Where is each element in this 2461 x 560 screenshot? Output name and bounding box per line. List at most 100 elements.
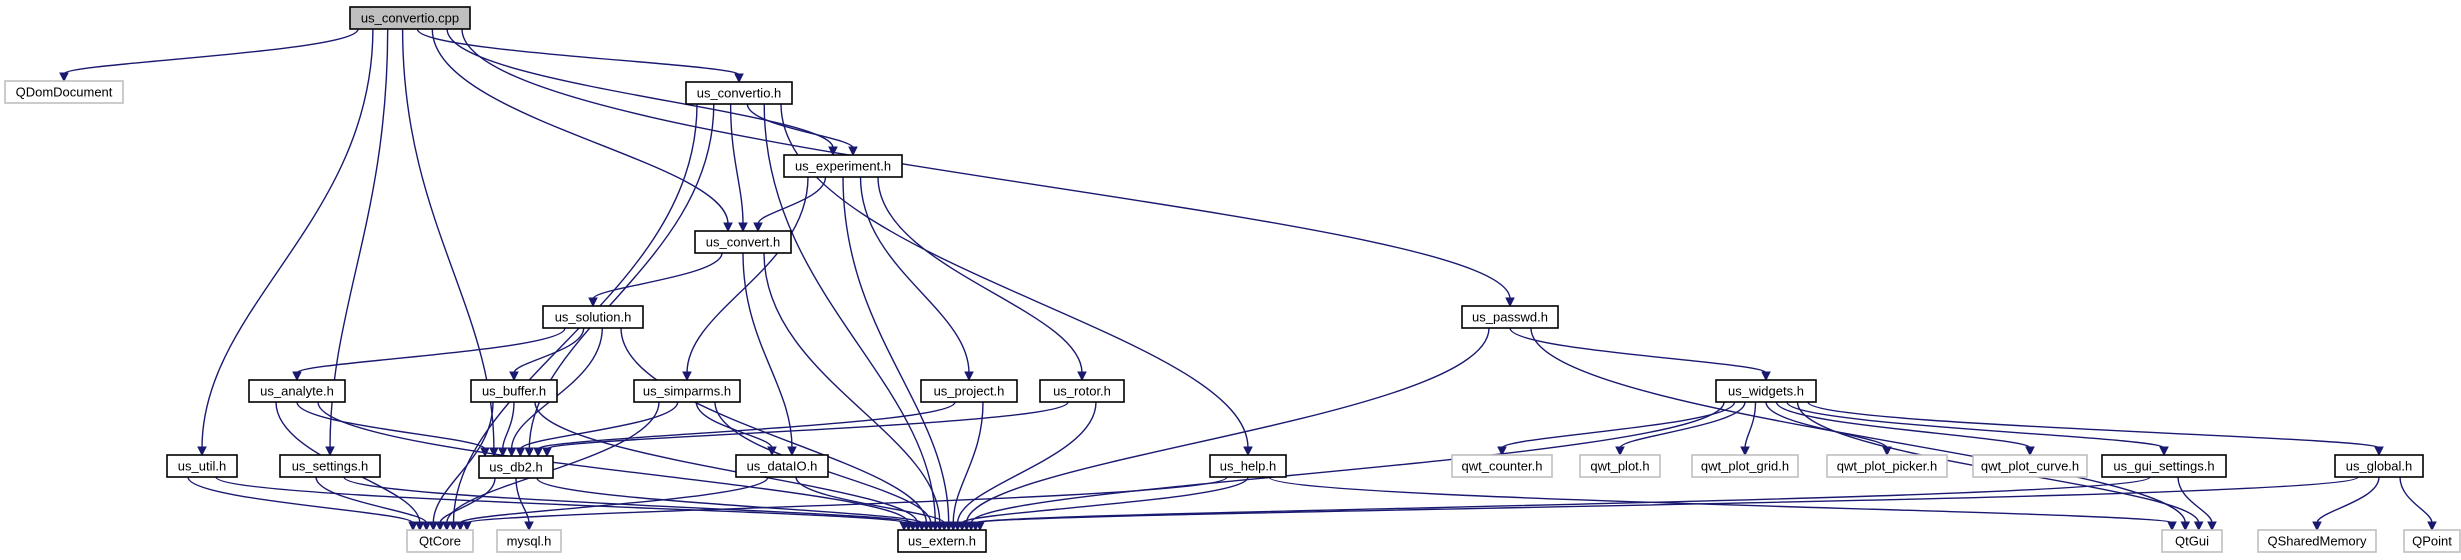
edge-line (2316, 476, 2380, 524)
node-box (694, 230, 792, 254)
edge-line (502, 401, 515, 450)
edge-arrowhead (533, 447, 543, 458)
edge-arrowhead (2207, 521, 2217, 532)
node-box (542, 305, 644, 329)
node-qwt-plot-curve-h: qwt_plot_curve.h (1972, 454, 2088, 478)
node-box (1826, 454, 1948, 478)
edge-us-convertio-cpp-to-us-util-h (197, 28, 374, 457)
node-box (2101, 454, 2227, 478)
node-label: QtCore (419, 534, 461, 549)
edge-arrowhead (734, 73, 744, 84)
edge-us-convertio-cpp-to-us-passwd-h (461, 28, 1515, 308)
edge-arrowhead (489, 447, 499, 458)
edge-arrowhead (2312, 521, 2322, 532)
edge-us-widgets-h-to-qwt-plot-grid-h (1740, 401, 1757, 457)
edge-us-convertio-h-to-us-db2-h (524, 103, 715, 458)
edge-arrowhead (787, 446, 797, 457)
node-label: us_passwd.h (1472, 310, 1548, 325)
node-label: qwt_plot_curve.h (1981, 459, 2079, 474)
node-label: QSharedMemory (2268, 534, 2367, 549)
edge-arrowhead (1243, 446, 1253, 457)
edge-line (1744, 401, 1757, 449)
edge-arrowhead (738, 222, 748, 233)
edge-us-solution-h-to-us-analyte-h (292, 327, 566, 382)
node-label: QPoint (2412, 534, 2452, 549)
edge-arrowhead (1740, 446, 1750, 457)
node-us-project-h[interactable]: us_project.h (920, 379, 1018, 403)
edge-us-global-h-to-qpoint (2399, 476, 2437, 532)
node-us-rotor-h[interactable]: us_rotor.h (1039, 379, 1125, 403)
edge-line (763, 252, 941, 524)
edge-us-dataio-h-to-us-extern-h (795, 476, 950, 532)
node-us-convert-h[interactable]: us_convert.h (694, 230, 792, 254)
node-label: us_convertio.h (697, 86, 782, 101)
edge-line (315, 476, 428, 524)
edge-us-buffer-h-to-us-db2-h (497, 401, 515, 458)
node-us-help-h[interactable]: us_help.h (1209, 454, 1287, 478)
edge-line (296, 401, 486, 450)
edge-us-gui-settings-h-to-us-extern-h (970, 476, 2151, 532)
node-us-solution-h[interactable]: us_solution.h (542, 305, 644, 329)
edge-arrowhead (1761, 371, 1771, 382)
edge-arrowhead (462, 521, 472, 532)
node-box (735, 454, 829, 478)
edge-arrowhead (524, 521, 534, 532)
node-label: us_gui_settings.h (2113, 459, 2214, 474)
node-label: us_dataIO.h (747, 459, 818, 474)
node-box (1579, 454, 1661, 478)
edge-line (763, 103, 936, 524)
node-us-widgets-h[interactable]: us_widgets.h (1715, 379, 1817, 403)
node-us-passwd-h[interactable]: us_passwd.h (1461, 305, 1559, 329)
node-label: us_db2.h (489, 460, 543, 475)
node-box (406, 529, 474, 553)
node-label: mysql.h (507, 534, 552, 549)
node-label: us_widgets.h (1728, 384, 1804, 399)
edge-line (1765, 401, 1888, 449)
node-label: us_util.h (178, 459, 226, 474)
node-us-settings-h[interactable]: us_settings.h (279, 454, 381, 478)
edge-line (416, 28, 740, 76)
node-box (920, 379, 1018, 403)
node-us-dataio-h[interactable]: us_dataIO.h (735, 454, 829, 478)
node-us-simparms-h[interactable]: us_simparms.h (633, 379, 741, 403)
node-qsharedmemory: QSharedMemory (2257, 529, 2377, 553)
node-label: us_analyte.h (260, 384, 334, 399)
edge-us-util-h-to-us-extern-h (215, 476, 909, 532)
node-us-convertio-cpp[interactable]: us_convertio.cpp (349, 6, 471, 30)
node-label: us_extern.h (908, 534, 976, 549)
node-us-gui-settings-h[interactable]: us_gui_settings.h (2101, 454, 2227, 478)
node-us-global-h[interactable]: us_global.h (2334, 454, 2424, 478)
edge-arrowhead (2025, 446, 2035, 457)
edge-us-convert-h-to-us-solution-h (588, 252, 723, 308)
node-label: us_project.h (934, 384, 1005, 399)
node-us-experiment-h[interactable]: us_experiment.h (783, 154, 903, 178)
edge-arrowhead (2427, 521, 2437, 532)
node-us-analyte-h[interactable]: us_analyte.h (248, 379, 346, 403)
edge-us-buffer-h-to-qtcore (428, 401, 494, 532)
edge-us-experiment-h-to-us-simparms-h (682, 176, 809, 382)
node-us-convertio-h[interactable]: us_convertio.h (685, 81, 793, 105)
edge-arrowhead (899, 521, 909, 532)
edge-us-widgets-h-to-us-global-h (1807, 401, 2384, 457)
edge-arrowhead (428, 521, 439, 532)
node-box (1451, 454, 1553, 478)
node-qtcore: QtCore (406, 529, 474, 553)
edge-line (842, 176, 950, 524)
edge-line (528, 103, 715, 450)
edge-arrowhead (441, 521, 452, 532)
node-label: us_help.h (1220, 459, 1276, 474)
edge-line (515, 477, 530, 524)
node-qdomdocument: QDomDocument (4, 80, 124, 104)
edge-line (459, 476, 769, 524)
node-us-extern-h[interactable]: us_extern.h (897, 529, 987, 553)
edge-line (729, 103, 744, 225)
edge-line (187, 476, 414, 524)
node-box (783, 154, 903, 178)
node-qwt-plot-h: qwt_plot.h (1579, 454, 1661, 478)
node-us-buffer-h[interactable]: us_buffer.h (470, 379, 558, 403)
node-us-util-h[interactable]: us_util.h (166, 454, 238, 478)
node-us-db2-h[interactable]: us_db2.h (478, 455, 554, 479)
node-label: us_global.h (2346, 459, 2413, 474)
node-box (496, 529, 562, 553)
node-box (470, 379, 558, 403)
